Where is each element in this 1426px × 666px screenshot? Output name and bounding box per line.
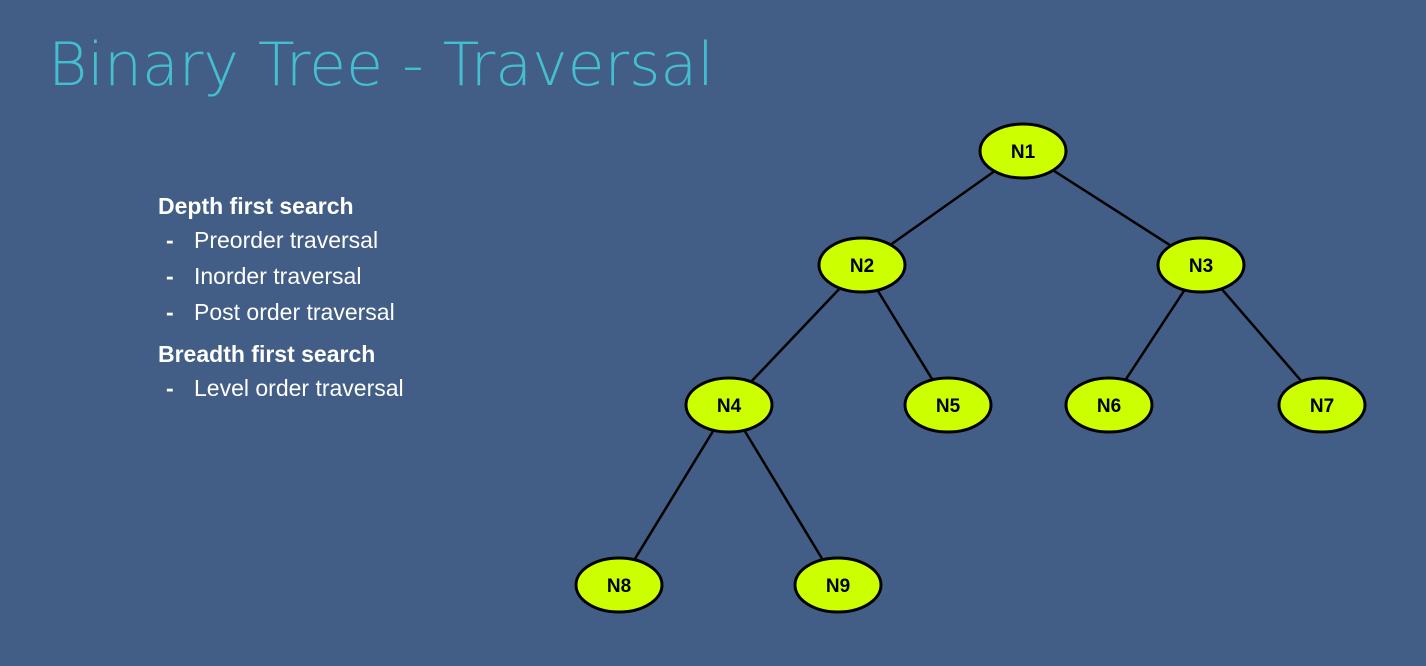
dfs-item-label: Preorder traversal <box>194 227 379 253</box>
bfs-section: Breadth first search - Level order trave… <box>158 338 404 406</box>
tree-node-n8: N8 <box>574 556 664 614</box>
dfs-item-label: Inorder traversal <box>194 263 362 289</box>
tree-node-n6: N6 <box>1064 376 1154 434</box>
tree-edge-n4-n8 <box>617 404 731 586</box>
tree-node-n1: N1 <box>978 122 1068 180</box>
traversal-outline: Depth first search - Preorder traversal … <box>158 190 404 414</box>
dfs-heading: Depth first search <box>158 193 354 219</box>
dfs-section: Depth first search - Preorder traversal … <box>158 190 404 330</box>
tree-node-ellipse <box>1156 236 1246 294</box>
tree-node-label: N7 <box>1310 396 1334 417</box>
tree-node-n7: N7 <box>1277 376 1367 434</box>
dfs-item-label: Post order traversal <box>194 299 395 325</box>
dfs-item-postorder: - Post order traversal <box>158 294 404 330</box>
dfs-item-inorder: - Inorder traversal <box>158 258 404 294</box>
tree-node-label: N6 <box>1097 396 1121 417</box>
dfs-item-preorder: - Preorder traversal <box>158 222 404 258</box>
tree-node-n4: N4 <box>684 376 774 434</box>
tree-node-label: N1 <box>1011 142 1036 163</box>
tree-node-ellipse <box>574 556 664 614</box>
tree-node-n2: N2 <box>817 236 907 294</box>
tree-node-ellipse <box>1277 376 1367 434</box>
dash-bullet: - <box>166 263 174 289</box>
tree-node-ellipse <box>684 376 774 434</box>
dash-bullet: - <box>166 375 174 401</box>
tree-node-label: N4 <box>717 396 742 417</box>
tree-node-n9: N9 <box>793 556 883 614</box>
tree-node-label: N9 <box>826 576 850 597</box>
dash-bullet: - <box>166 227 174 253</box>
tree-node-ellipse <box>903 376 993 434</box>
tree-node-label: N2 <box>850 256 874 277</box>
tree-node-label: N3 <box>1189 256 1213 277</box>
slide-title: Binary Tree - Traversal <box>48 30 714 100</box>
tree-node-ellipse <box>1064 376 1154 434</box>
tree-node-ellipse <box>793 556 883 614</box>
bfs-heading: Breadth first search <box>158 341 376 367</box>
dash-bullet: - <box>166 299 174 325</box>
bfs-item-levelorder: - Level order traversal <box>158 370 404 406</box>
tree-node-n3: N3 <box>1156 236 1246 294</box>
tree-edges <box>617 149 1323 586</box>
tree-node-n5: N5 <box>903 376 993 434</box>
bfs-item-label: Level order traversal <box>194 375 404 401</box>
tree-edge-n4-n9 <box>727 404 840 586</box>
tree-node-ellipse <box>817 236 907 294</box>
tree-node-label: N5 <box>936 396 961 417</box>
tree-node-label: N8 <box>607 576 631 597</box>
tree-node-ellipse <box>978 122 1068 180</box>
